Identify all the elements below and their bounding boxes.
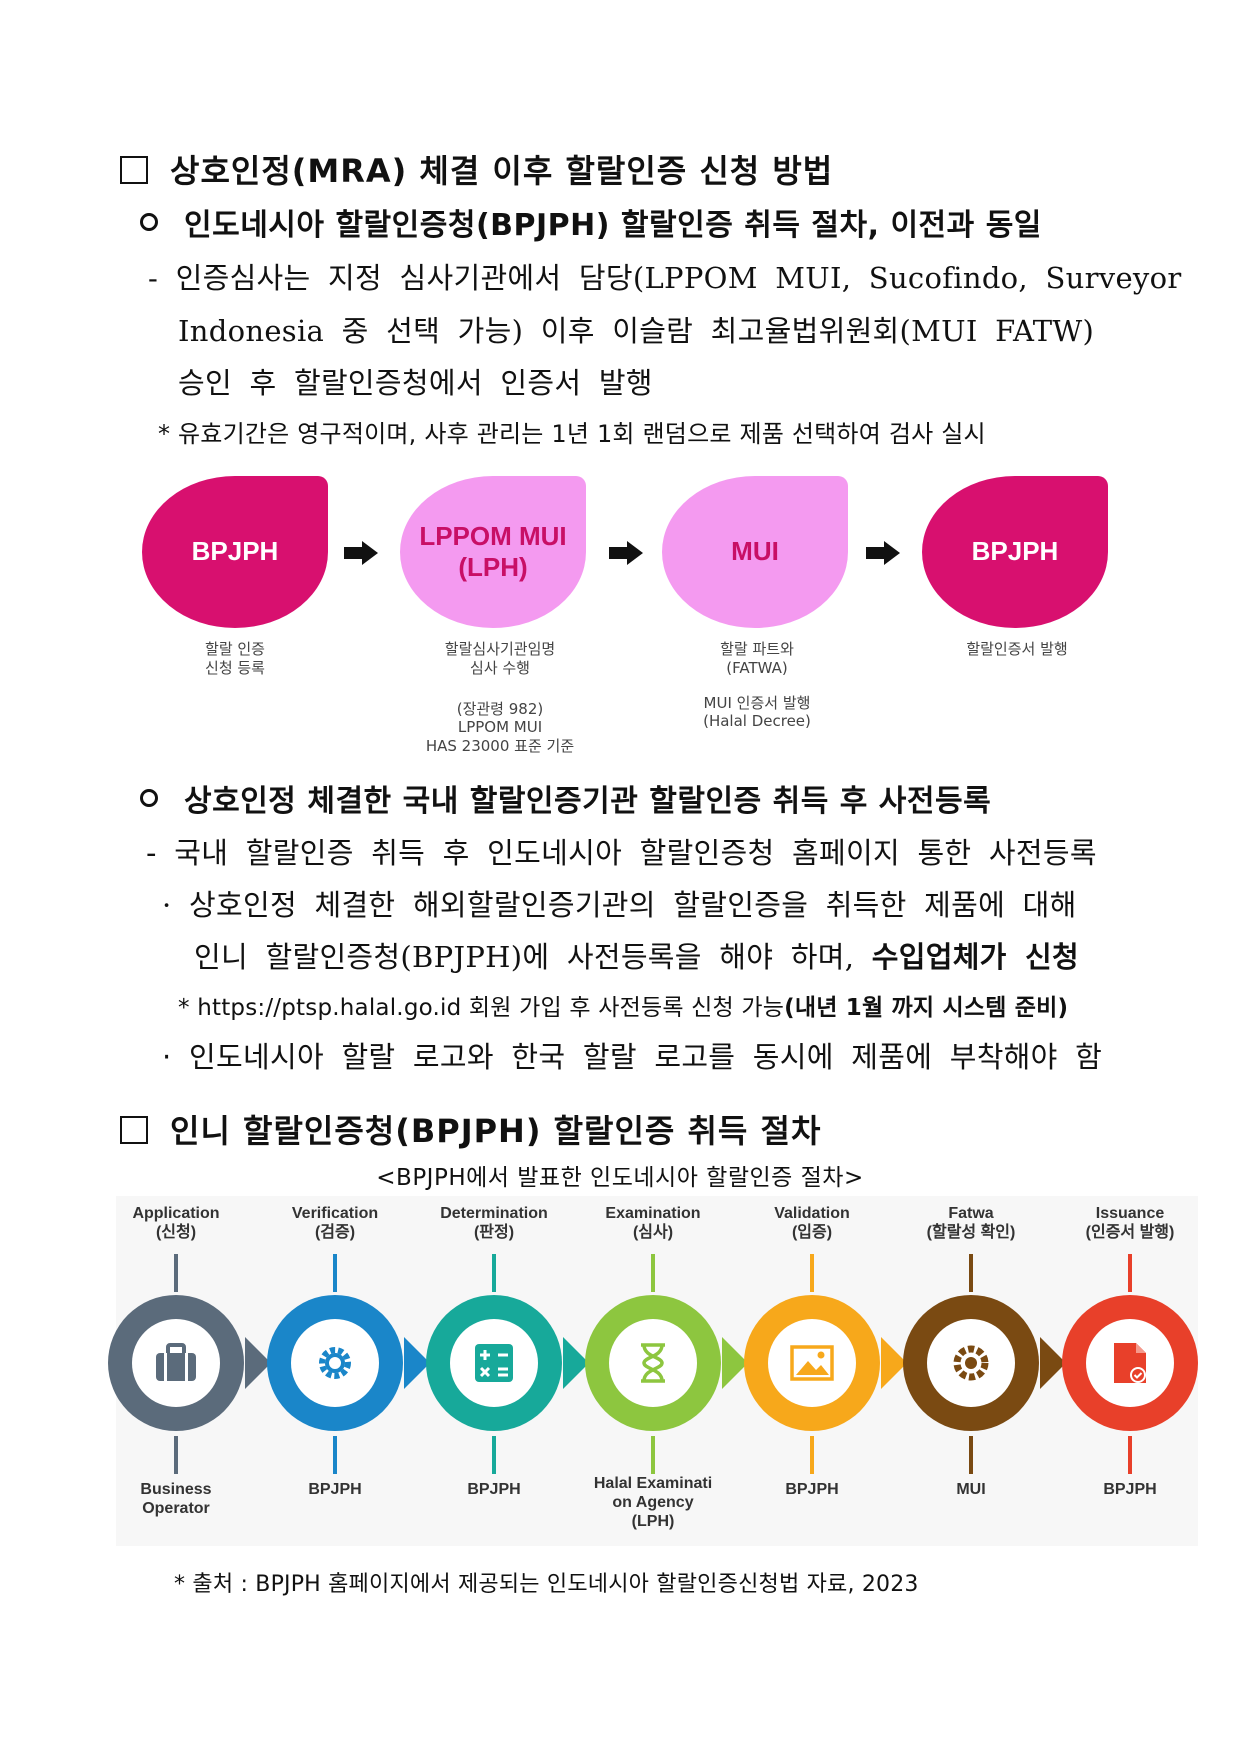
- circle-bullet-icon: [140, 789, 158, 807]
- halal-process-diagram: Application(신청) Business Operator Verifi…: [108, 1196, 1198, 1546]
- arrow-connector-icon: [245, 1337, 271, 1389]
- calculator-icon: [475, 1344, 513, 1382]
- connector-tick: [810, 1254, 814, 1292]
- bullet-line-2: 인니 할랄인증청(BPJPH)에 사전등록을 해야 하며, 수입업체가 신청: [194, 940, 1080, 974]
- process-step-label-verification: Verification(검증): [291, 1205, 379, 1242]
- arrow-connector-icon: [722, 1337, 748, 1389]
- section-title-bpjph-procedure: 인니 할랄인증청(BPJPH) 할랄인증 취득 절차: [120, 1106, 821, 1152]
- dash-line-2: Indonesia 중 선택 가능) 이후 이슬람 최고율법위원회(MUI FA…: [178, 314, 1095, 348]
- circle-bullet-icon: [140, 213, 158, 231]
- flow-caption-3: 할랄 파트와 (FATWA) MUI 인증서 발행 (Halal Decree): [703, 640, 811, 731]
- step-core: [927, 1319, 1015, 1407]
- connector-tick: [810, 1436, 814, 1474]
- process-actor-bpjph: BPJPH: [785, 1481, 839, 1498]
- arrow-right-icon: [344, 541, 378, 565]
- connector-tick: [492, 1436, 496, 1474]
- process-actor-mui: MUI: [956, 1481, 986, 1498]
- connector-tick: [1128, 1254, 1132, 1292]
- step-core: [450, 1319, 538, 1407]
- figure-caption: <BPJPH에서 발표한 인도네시아 할랄인증 절차>: [376, 1165, 864, 1191]
- process-step-determination: [426, 1295, 562, 1431]
- connector-tick: [969, 1436, 973, 1474]
- flow-step-mui: MUI: [662, 476, 848, 628]
- process-step-label-application: Application(신청): [132, 1205, 220, 1242]
- process-actor-bpjph: BPJPH: [1103, 1481, 1157, 1498]
- step-core: [291, 1319, 379, 1407]
- arrow-right-icon: [866, 541, 900, 565]
- step-core: [609, 1319, 697, 1407]
- process-step-validation: [744, 1295, 880, 1431]
- process-step-issuance: [1062, 1295, 1198, 1431]
- connector-tick: [651, 1254, 655, 1292]
- process-step-fatwa: [903, 1295, 1039, 1431]
- flow-step-lppom-mui: LPPOM MUI (LPH): [400, 476, 586, 628]
- briefcase-icon: [156, 1343, 196, 1381]
- dash-line-pre-registration: - 국내 할랄인증 취득 후 인도네시아 할랄인증청 홈페이지 통한 사전등록: [146, 836, 1097, 870]
- connector-tick: [1128, 1436, 1132, 1474]
- image-icon: [790, 1345, 834, 1381]
- hourglass-icon: [641, 1343, 665, 1383]
- flow-step-bpjph-register: BPJPH: [142, 476, 328, 628]
- arrow-right-icon: [609, 541, 643, 565]
- process-step-application: [108, 1295, 244, 1431]
- process-actor-business-operator: Business Operator: [140, 1481, 212, 1518]
- registration-note: * https://ptsp.halal.go.id 회원 가입 후 사전등록 …: [178, 995, 1069, 1021]
- process-step-verification: [267, 1295, 403, 1431]
- dash-line-3: 승인 후 할랄인증청에서 인증서 발행: [178, 366, 653, 400]
- flow-step-bpjph-issue: BPJPH: [922, 476, 1108, 628]
- connector-tick: [333, 1254, 337, 1292]
- certificate-icon: [1114, 1343, 1146, 1383]
- checkbox-square-icon: [120, 156, 148, 184]
- step-core: [1086, 1319, 1174, 1407]
- connector-tick: [333, 1436, 337, 1474]
- flow-caption-1: 할랄 인증 신청 등록: [205, 640, 265, 677]
- gear-icon: [319, 1347, 351, 1379]
- process-step-label-fatwa: Fatwa(할랄성 확인): [926, 1205, 1016, 1242]
- connector-tick: [492, 1254, 496, 1292]
- connector-tick: [651, 1436, 655, 1474]
- cog-icon: [953, 1345, 989, 1381]
- arrow-connector-icon: [881, 1337, 907, 1389]
- validity-note: * 유효기간은 영구적이며, 사후 관리는 1년 1회 랜덤으로 제품 선택하여…: [158, 420, 986, 448]
- flow-caption-4: 할랄인증서 발행: [966, 640, 1068, 658]
- subheading-pre-registration: 상호인정 체결한 국내 할랄인증기관 할랄인증 취득 후 사전등록: [140, 776, 991, 820]
- arrow-connector-icon: [563, 1337, 589, 1389]
- process-step-label-examination: Examination(심사): [605, 1205, 701, 1242]
- connector-tick: [174, 1254, 178, 1292]
- process-actor-lph: Halal Examinati on Agency (LPH): [593, 1475, 713, 1531]
- arrow-connector-icon: [404, 1337, 430, 1389]
- process-step-examination: [585, 1295, 721, 1431]
- process-step-label-determination: Determination(판정): [440, 1205, 548, 1242]
- process-step-label-validation: Validation(입증): [774, 1205, 850, 1242]
- connector-tick: [174, 1436, 178, 1474]
- section-title-mra: 상호인정(MRA) 체결 이후 할랄인증 신청 방법: [120, 146, 833, 192]
- process-step-label-issuance: Issuance(인증서 발행): [1085, 1205, 1175, 1242]
- subheading-bpjph-procedure: 인도네시아 할랄인증청(BPJPH) 할랄인증 취득 절차, 이전과 동일: [140, 200, 1042, 244]
- process-actor-bpjph: BPJPH: [467, 1481, 521, 1498]
- bullet-line-logo: · 인도네시아 할랄 로고와 한국 할랄 로고를 동시에 제품에 부착해야 함: [162, 1040, 1103, 1074]
- connector-tick: [969, 1254, 973, 1292]
- step-core: [768, 1319, 856, 1407]
- flow-caption-2: 할랄심사기관임명 심사 수행 (장관령 982) LPPOM MUI HAS 2…: [425, 640, 575, 755]
- bullet-line-1: · 상호인정 체결한 해외할랄인증기관의 할랄인증을 취득한 제품에 대해: [162, 888, 1077, 922]
- process-actor-bpjph: BPJPH: [308, 1481, 362, 1498]
- dash-line-1: - 인증심사는 지정 심사기관에서 담당(LPPOM MUI, Sucofind…: [148, 261, 1182, 295]
- source-note: * 출처 : BPJPH 홈페이지에서 제공되는 인도네시아 할랄인증신청법 자…: [174, 1572, 919, 1597]
- checkbox-square-icon: [120, 1116, 148, 1144]
- step-core: [132, 1319, 220, 1407]
- arrow-connector-icon: [1040, 1337, 1066, 1389]
